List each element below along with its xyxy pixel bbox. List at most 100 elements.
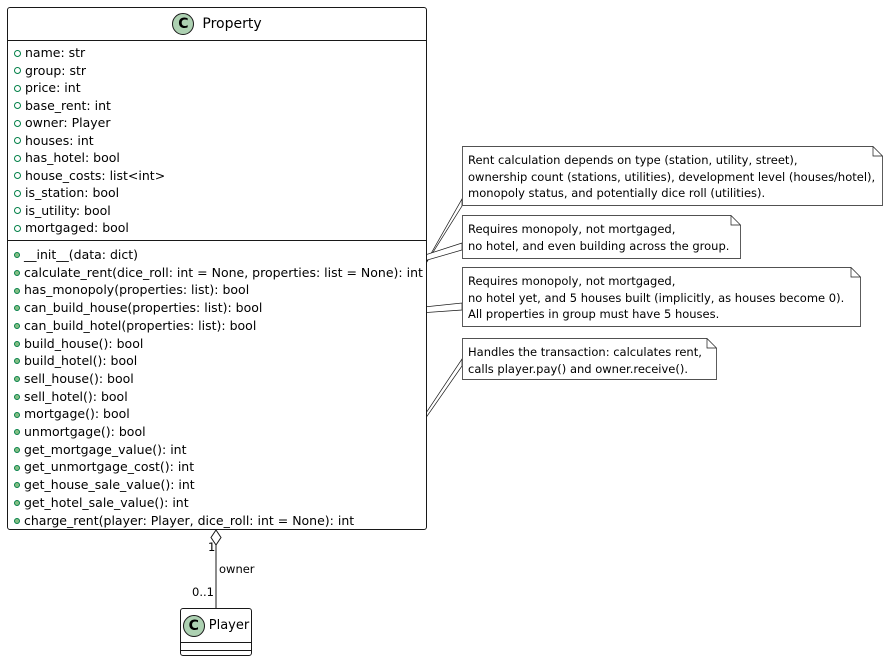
public-method-icon: [14, 323, 20, 330]
player-divider: [181, 650, 251, 651]
note-shape: [462, 146, 883, 206]
operation-text: sell_house(): bool: [24, 370, 134, 386]
note-shape: [462, 215, 741, 259]
property-class-header: C Property: [8, 8, 426, 41]
operation-text: build_house(): bool: [24, 335, 144, 351]
public-method-icon: [14, 446, 20, 453]
source-multiplicity: 1: [208, 540, 216, 554]
note-text-line: All properties in group must have 5 hous…: [468, 307, 720, 321]
note-text-line: Requires monopoly, not mortgaged,: [468, 274, 676, 288]
public-method-icon: [14, 464, 20, 471]
operation-row: build_house(): bool: [14, 335, 144, 351]
note-text-line: monopoly status, and potentially dice ro…: [468, 186, 766, 200]
public-attribute-icon: [14, 84, 21, 92]
operation-text: get_mortgage_value(): int: [24, 441, 187, 457]
attribute-row: house_costs: list<int>: [14, 167, 166, 183]
attribute-text: house_costs: list<int>: [25, 167, 166, 183]
public-method-icon: [14, 358, 20, 365]
attribute-text: owner: Player: [25, 115, 111, 130]
operation-text: charge_rent(player: Player, dice_roll: i…: [24, 512, 355, 528]
operation-text: unmortgage(): bool: [24, 424, 146, 439]
operation-row: get_house_sale_value(): int: [14, 479, 195, 492]
operation-text: sell_hotel(): bool: [24, 388, 128, 404]
public-attribute-icon: [14, 224, 21, 232]
public-method-icon: [14, 429, 20, 436]
property-class[interactable]: C Property name: str group: str price: int…: [7, 7, 427, 530]
player-class-title: Player: [208, 618, 250, 633]
property-attributes: name: str group: str price: int base_rent: …: [8, 41, 426, 241]
public-method-icon: [14, 482, 20, 489]
public-method-icon: [14, 252, 20, 259]
public-attribute-icon: [14, 137, 21, 145]
attribute-row: is_station: bool: [14, 185, 120, 200]
public-attribute-icon: [14, 102, 21, 110]
operation-row: charge_rent(player: Player, dice_roll: i…: [14, 512, 355, 528]
operation-text: build_hotel(): bool: [24, 353, 138, 369]
operation-row: build_hotel(): bool: [14, 355, 137, 368]
operation-text: can_build_hotel(properties: list): bool: [24, 317, 257, 333]
attribute-row: group: str: [14, 62, 87, 78]
public-attribute-icon: [14, 67, 21, 75]
note-shape: [462, 338, 717, 380]
association-label: owner: [219, 562, 255, 576]
note-can-build-house: Requires monopoly, not mortgaged, no hote…: [462, 215, 741, 259]
public-method-icon: [14, 340, 20, 347]
public-attribute-icon: [14, 207, 21, 215]
note-can-build-hotel: Requires monopoly, not mortgaged, no hote…: [462, 267, 861, 327]
operation-row: calculate_rent(dice_roll: int = None, pr…: [14, 264, 423, 280]
public-method-icon: [14, 269, 20, 276]
attribute-row: owner: Player: [14, 115, 111, 130]
operation-row: get_unmortgage_cost(): int: [14, 461, 194, 474]
operation-row: get_hotel_sale_value(): int: [14, 494, 189, 510]
attribute-row: houses: int: [14, 132, 94, 148]
public-method-icon: [14, 517, 20, 524]
operation-text: calculate_rent(dice_roll: int = None, pr…: [24, 264, 423, 280]
attribute-text: price: int: [25, 80, 81, 95]
attribute-text: is_utility: bool: [25, 202, 111, 218]
note-text-line: no hotel yet, and 5 houses built (implic…: [468, 290, 845, 305]
operation-row: __init__(data: dict): [14, 247, 139, 262]
attribute-text: base_rent: int: [25, 97, 111, 113]
class-icon: C: [182, 614, 205, 637]
note-text-line: no hotel, and even building across the g…: [468, 238, 730, 253]
attribute-row: has_hotel: bool: [14, 150, 120, 165]
note-text-line: Requires monopoly, not mortgaged,: [468, 222, 676, 236]
public-attribute-icon: [14, 189, 21, 197]
player-class[interactable]: C Player: [180, 608, 252, 656]
attribute-text: has_hotel: bool: [25, 150, 120, 165]
public-attribute-icon: [14, 172, 21, 180]
attribute-text: group: str: [25, 62, 87, 78]
operation-text: __init__(data: dict): [24, 247, 139, 262]
operation-text: get_house_sale_value(): int: [24, 477, 195, 493]
attribute-row: mortgaged: bool: [14, 221, 129, 235]
operation-text: get_unmortgage_cost(): int: [24, 459, 195, 475]
attribute-text: houses: int: [25, 132, 94, 148]
operation-row: unmortgage(): bool: [14, 424, 146, 439]
public-attribute-icon: [14, 49, 21, 57]
attribute-text: is_station: bool: [25, 185, 120, 200]
note-text-line: calls player.pay() and owner.receive().: [468, 361, 689, 376]
public-attribute-icon: [14, 154, 21, 162]
operation-text: mortgage(): bool: [24, 406, 130, 422]
attribute-row: is_utility: bool: [14, 202, 111, 218]
note-rent-calculation: Rent calculation depends on type (statio…: [462, 146, 883, 206]
public-method-icon: [14, 411, 20, 418]
attribute-text: name: str: [25, 45, 86, 60]
note-text-line: Handles the transaction: calculates rent…: [468, 345, 702, 359]
note-text-line: Rent calculation depends on type (statio…: [468, 153, 798, 167]
operation-text: can_build_house(properties: list): bool: [24, 300, 263, 316]
note-charge-rent: Handles the transaction: calculates rent…: [462, 338, 717, 380]
note-text-line: ownership count (stations, utilities), d…: [468, 169, 876, 184]
operation-row: get_mortgage_value(): int: [14, 441, 187, 457]
target-multiplicity: 0..1: [192, 585, 214, 599]
operation-row: mortgage(): bool: [14, 408, 130, 421]
note-shape: [462, 267, 861, 327]
player-class-header: C Player: [181, 609, 251, 643]
public-attribute-icon: [14, 119, 21, 127]
attribute-row: base_rent: int: [14, 97, 111, 113]
operation-row: sell_house(): bool: [14, 370, 134, 386]
operation-row: can_build_house(properties: list): bool: [14, 302, 262, 315]
operation-text: get_hotel_sale_value(): int: [24, 494, 189, 510]
operation-text: has_monopoly(properties: list): bool: [24, 282, 250, 298]
public-method-icon: [14, 287, 20, 294]
